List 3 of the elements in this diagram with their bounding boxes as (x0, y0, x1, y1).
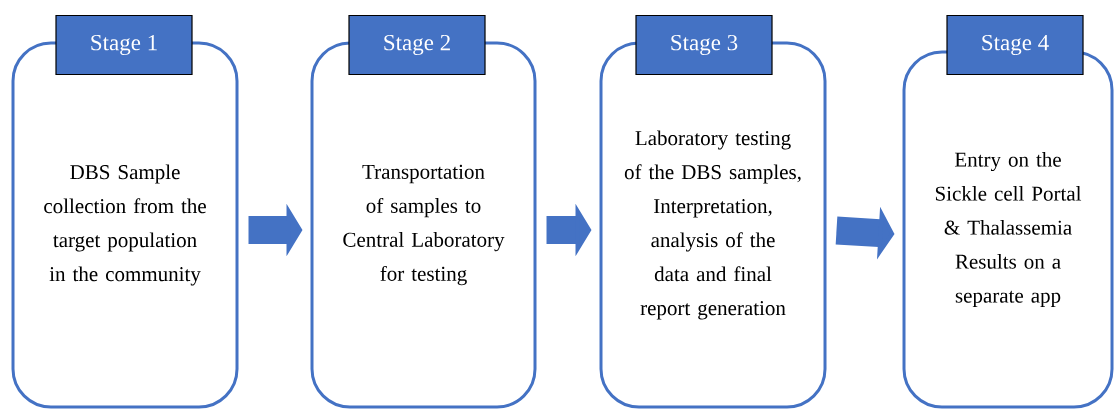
stage-tab: Stage 1 (55, 14, 193, 76)
stage-tab: Stage 2 (348, 14, 486, 76)
stage-tab: Stage 3 (635, 14, 773, 76)
